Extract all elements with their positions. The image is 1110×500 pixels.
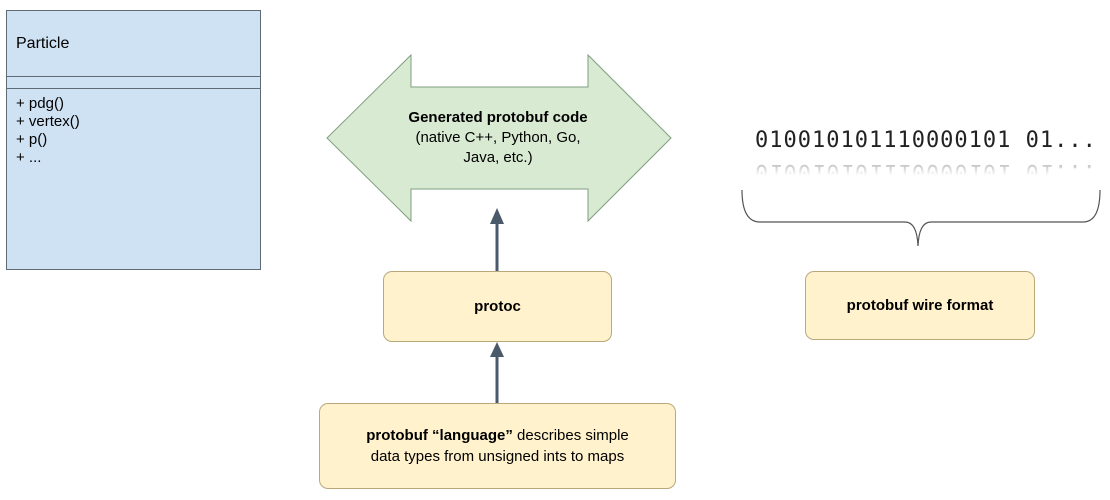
language-line1: protobuf “language” describes simple (366, 425, 629, 446)
method-ellipsis: + ... (16, 149, 42, 166)
generated-code-title: Generated protobuf code (408, 109, 588, 126)
method-vertex: + vertex() (16, 113, 80, 130)
binary-wire-reflection: 010010101110000101 01... (755, 160, 1097, 184)
binary-wire-text: 010010101110000101 01... (755, 128, 1097, 153)
generated-code-line1: (native C++, Python, Go, (415, 129, 581, 146)
binary-brace (741, 189, 1101, 247)
language-line1-rest: describes simple (512, 427, 629, 444)
class-name: Particle (7, 11, 260, 77)
arrowhead-to-code (490, 208, 504, 224)
protoc-box: protoc (383, 271, 612, 342)
particle-class-box: Particle + pdg() + vertex() + p() + ... (6, 10, 261, 270)
generated-code-double-arrow (326, 53, 672, 223)
wire-format-box: protobuf wire format (805, 271, 1035, 340)
method-pdg: + pdg() (16, 95, 64, 112)
language-line2: data types from unsigned ints to maps (370, 448, 625, 465)
arrowhead-to-protoc (490, 342, 504, 357)
generated-code-line2: Java, etc.) (463, 149, 533, 166)
language-bold-term: protobuf “language” (366, 427, 513, 444)
method-p: + p() (16, 131, 48, 148)
generated-code-label: Generated protobuf code (native C++, Pyt… (367, 108, 629, 168)
protobuf-language-box: protobuf “language” describes simple dat… (319, 403, 676, 489)
class-methods: + pdg() + vertex() + p() + ... (7, 88, 260, 167)
